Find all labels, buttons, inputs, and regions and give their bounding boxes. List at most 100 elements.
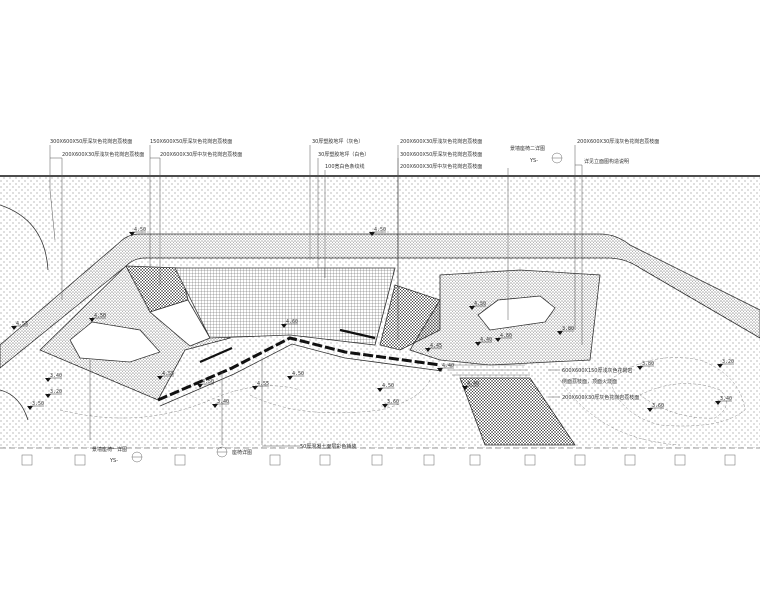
elevation-marker: 4.55 [157,371,174,380]
elevation-marker: 3.40 [212,399,229,408]
elevation-triangle-icon [469,306,475,310]
elevation-label: 3.40 [720,396,732,402]
callout-4-line-1: 200X600X30厚浅灰色花岗岩荔枝面 [400,138,482,145]
callout-r1-line-2: 侧面荔枝面，顶面火烧面 [562,378,617,385]
callout-right-1: 600X600X150厚浅灰色花岗岩 侧面荔枝面，顶面火烧面 [562,367,632,385]
elevation-label: 4.60 [286,319,298,325]
elevation-triangle-icon [462,386,468,390]
elevation-label: 3.60 [387,399,399,405]
elevation-triangle-icon [197,384,203,388]
feature-blade-2 [339,328,376,340]
elevation-marker: 4.50 [469,301,486,310]
elevation-label: 4.40 [480,337,492,343]
callout-bottom-2: 座椅详图 [216,446,252,458]
right-planter-island [477,295,556,331]
elevation-label: 3.80 [562,326,574,332]
elevation-marker: 4.50 [377,383,394,392]
callout-3-line-2: 30厚塑胶地坪（白色） [318,151,369,158]
leader-lines [49,145,583,445]
elevation-label: 4.50 [382,383,394,389]
elevation-marker: 4.50 [197,379,214,388]
seating-wall-edge [159,343,443,407]
perimeter-path-band [0,233,760,369]
callout-group-1: 300X600X50厚深灰色花岗岩荔枝面 200X600X30厚浅灰色花岗岩荔枝… [50,138,144,158]
callout-group-4: 200X600X30厚浅灰色花岗岩荔枝面 300X600X50厚深灰色花岗岩荔枝… [400,138,482,170]
callout-2-line-1: 150X600X50厚深灰色花岗岩荔枝面 [150,138,232,145]
elevation-label: 4.50 [94,313,106,319]
elevation-triangle-icon [157,376,163,380]
callout-r2-line-1: 200X600X30厚灰色花岗岩荔枝面 [562,394,639,401]
contours [59,357,746,446]
elevation-label: 4.45 [430,343,442,349]
elevation-triangle-icon [475,342,481,346]
callout-6-line-1: 200X600X30厚浅灰色花岗岩荔枝面 [577,138,659,145]
elevation-label: 4.50 [474,301,486,307]
elevation-label: 3.40 [50,373,62,379]
elevation-marker: 3.20 [717,359,734,368]
elevation-triangle-icon [495,338,501,342]
callout-b2-line-1: 座椅详图 [232,449,252,456]
elevation-triangle-icon [212,404,218,408]
elevation-marker: 4.55 [252,381,269,390]
elevation-triangle-icon [45,394,51,398]
callout-2-line-2: 200X600X30厚中灰色花岗岩荔枝面 [160,151,242,158]
elevation-label: 4.55 [16,321,28,327]
callout-b1-line-2: YS- [109,458,118,464]
callout-bottom-3: 50厚混凝土面层彩色铺装 [262,443,356,450]
elevation-marker: 4.50 [89,313,106,322]
elevation-triangle-icon [27,406,33,410]
callout-group-3: 30厚塑胶地坪（灰色） 30厚塑胶地坪（白色） 100宽白色条纹线 [312,138,369,170]
bottom-tree-pits [21,454,736,466]
elevation-marker: 4.60 [281,319,298,328]
elevation-triangle-icon [129,232,135,236]
callout-3-line-3: 100宽白色条纹线 [325,163,365,170]
callout-1-line-1: 300X600X50厚深灰色花岗岩荔枝面 [50,138,132,145]
elevation-marker: 4.45 [425,343,442,352]
paving-trapezoid-lower [459,377,576,446]
callout-5-line-1: 景墙座椅二详图 [510,145,545,152]
elevation-marker: 3.40 [45,373,62,382]
callout-b3-line-1: 50厚混凝土面层彩色铺装 [300,443,356,450]
elevation-triangle-icon [437,368,443,372]
elevation-triangle-icon [557,331,563,335]
steps [445,364,530,376]
callout-b1-line-1: 景墙座椅一详图 [92,446,127,453]
elevation-marker: 4.40 [475,337,492,346]
elevation-label: 4.55 [162,371,174,377]
elevation-triangle-icon [45,378,51,382]
elevation-marker: 3.60 [647,403,664,412]
elevation-triangle-icon [717,364,723,368]
callout-group-2: 150X600X50厚深灰色花岗岩荔枝面 200X600X30厚中灰色花岗岩荔枝… [150,138,242,158]
callout-4-line-2: 300X600X50厚深灰色花岗岩荔枝面 [400,151,482,158]
elevation-marker: 3.20 [45,389,62,398]
seating-wall-strip [157,336,441,402]
elevation-marker: 4.50 [129,227,146,236]
left-planting-edge [0,204,49,271]
elevation-marker: 3.40 [715,396,732,405]
elevation-marker: 4.55 [11,321,28,330]
elevation-triangle-icon [89,318,95,322]
elevation-label: 4.50 [134,227,146,233]
elevation-marker: 3.60 [382,399,399,408]
elevation-label: 4.50 [374,227,386,233]
elevation-label: 3.80 [642,361,654,367]
elevation-triangle-icon [715,401,721,405]
elevation-marker: 3.50 [27,401,44,410]
callout-r1-line-1: 600X600X150厚浅灰色花岗岩 [562,367,632,374]
elevation-marker: 4.50 [287,371,304,380]
feature-blade-1 [199,346,233,364]
elevation-label: 4.40 [467,381,479,387]
elevation-label: 4.50 [202,379,214,385]
elevation-triangle-icon [647,408,653,412]
elevation-triangle-icon [281,324,287,328]
callout-group-6: 200X600X30厚浅灰色花岗岩荔枝面 详见立面图构造说明 [577,138,659,165]
elevation-triangle-icon [287,376,293,380]
elevation-triangle-icon [382,404,388,408]
callout-right-2: 200X600X30厚灰色花岗岩荔枝面 [562,394,639,401]
callout-6-line-2: 详见立面图构造说明 [584,158,629,165]
left-planting-edge-2 [0,389,29,421]
elevation-markers: 4.50 4.50 4.55 4.50 4.55 4.60 4.50 4.55 4.50 4.50… [11,227,734,412]
elevation-marker: 4.80 [495,333,512,342]
elevation-label: 3.60 [652,403,664,409]
